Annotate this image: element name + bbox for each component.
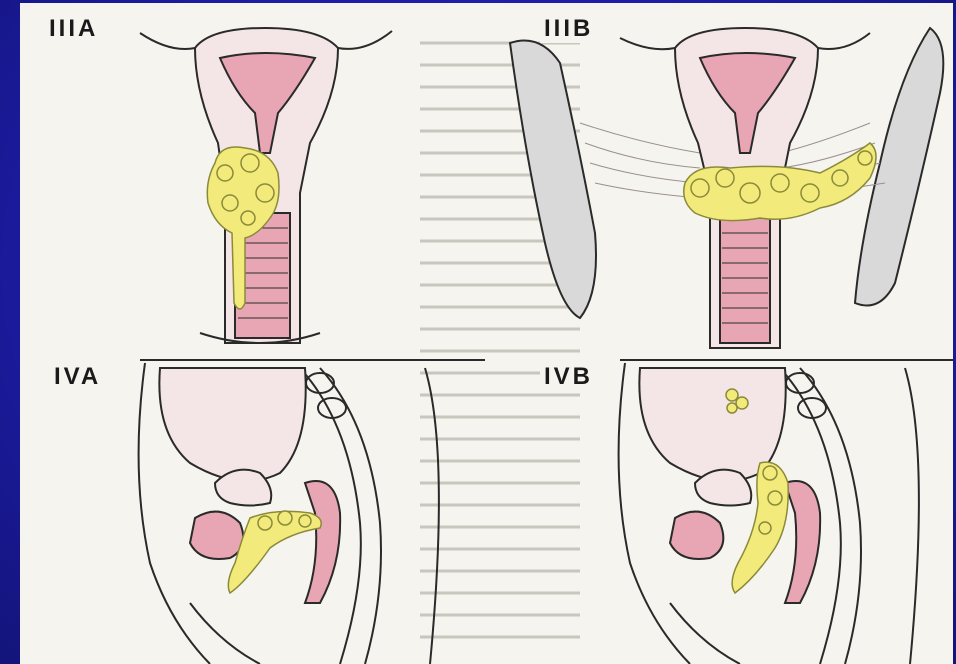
panel-label-IVB: IVB (540, 363, 597, 391)
figure-panel: IIIA IIIB IVA IVB (20, 3, 953, 664)
panel-label-IVA: IVA (50, 363, 105, 391)
diagram-IVB (20, 3, 953, 664)
panel-label-IIIB: IIIB (540, 15, 597, 43)
panel-label-IIIA: IIIA (45, 15, 102, 43)
